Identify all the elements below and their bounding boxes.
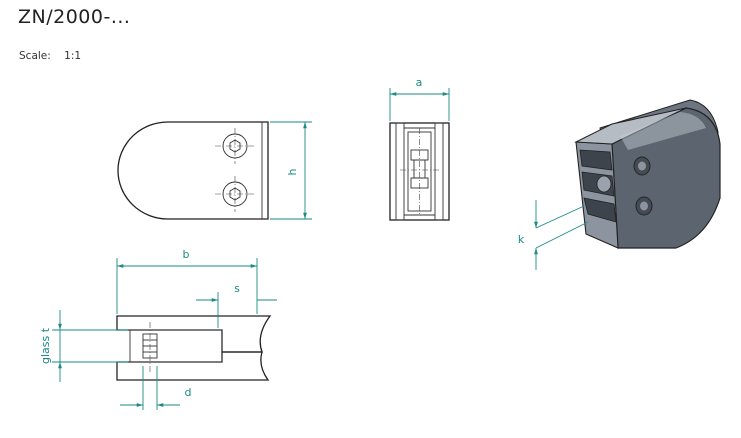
screw-upper: [215, 128, 255, 164]
dimension-b-label: b: [183, 248, 190, 261]
dimension-glass-label: glass t: [39, 327, 52, 364]
scale-label: Scale:: [19, 50, 51, 62]
dimension-glass: glass t: [39, 310, 128, 382]
dimension-d: d: [120, 366, 191, 410]
scale-info: Scale: 1:1: [19, 50, 81, 62]
isometric-view: k: [518, 99, 721, 270]
screw-lower: [215, 176, 255, 212]
dimension-h-label: h: [286, 168, 299, 175]
scale-value: 1:1: [64, 50, 82, 62]
drawing-title: ZN/2000-...: [18, 6, 131, 28]
dimension-a-label: a: [416, 76, 423, 89]
dimension-k: k: [518, 200, 589, 270]
section-view: b s glass t d: [39, 248, 277, 410]
dimension-b: b: [116, 248, 258, 314]
screw-section: [142, 322, 158, 372]
dimension-h: h: [270, 121, 312, 220]
side-view: a: [389, 76, 450, 221]
dimension-s: s: [196, 282, 277, 328]
dimension-d-label: d: [185, 386, 192, 399]
dimension-a: a: [389, 76, 450, 121]
dimension-k-label: k: [518, 233, 525, 246]
front-view: h: [117, 121, 312, 220]
dimension-s-label: s: [234, 282, 240, 295]
